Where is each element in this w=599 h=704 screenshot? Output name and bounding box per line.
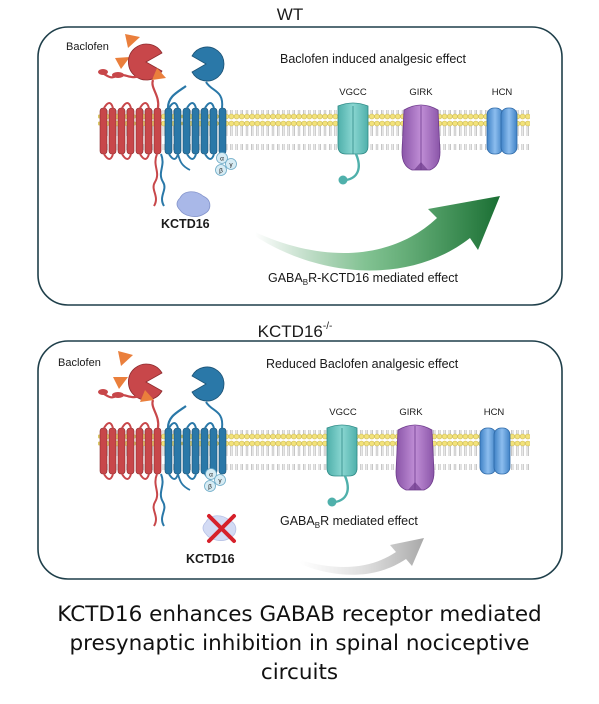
hcn-channel (486, 107, 518, 155)
effect-label-wt: Baclofen induced analgesic effect (280, 52, 467, 66)
caption-line-2: presynaptic inhibition in spinal nocicep… (69, 631, 530, 656)
vgcc-label-wt: VGCC (339, 87, 367, 98)
kctd16-protein (176, 191, 211, 217)
subunit-beta: β (219, 168, 223, 175)
enhanced-effect-arrow (255, 196, 500, 271)
knockout-x-icon (207, 514, 236, 543)
girk-label-ko: GIRK (399, 407, 423, 418)
girk-label-wt: GIRK (409, 87, 433, 98)
baclofen-bound-icon (152, 68, 166, 80)
effect-label-ko: Reduced Baclofen analgesic effect (266, 357, 459, 371)
figure-caption: KCTD16 enhances GABAB receptor mediated … (0, 600, 599, 687)
baclofen-label-wt: Baclofen (66, 41, 109, 53)
subunit-gamma-ko: γ (218, 478, 222, 485)
pathway-label-wt: GABABR-KCTD16 mediated effect (268, 271, 458, 287)
membrane-bilayer (98, 110, 530, 150)
caption-line-3: circuits (260, 660, 339, 685)
hcn-label-wt: HCN (492, 87, 513, 98)
girk-channel-ko (395, 424, 435, 491)
membrane-bilayer-ko (98, 430, 530, 470)
panel-title-wt: WT (277, 5, 303, 24)
g-protein-trimer: α γ β (215, 152, 237, 176)
subunit-beta-ko: β (208, 484, 212, 491)
caption-line-1: KCTD16 enhances GABAB receptor mediated (57, 602, 542, 627)
baclofen-ligand-icon-ko (113, 351, 133, 389)
subunit-gamma: γ (229, 162, 233, 169)
reduced-effect-arrow (300, 538, 424, 575)
kctd16-label-ko: KCTD16 (186, 552, 235, 566)
subunit-alpha-ko: α (209, 472, 213, 479)
panel-title-ko: KCTD16-/- (258, 321, 333, 341)
baclofen-bound-icon-ko (140, 390, 154, 402)
subunit-alpha: α (220, 156, 224, 163)
g-protein-trimer-ko: α γ β (204, 468, 226, 492)
hcn-label-ko: HCN (484, 407, 505, 418)
hcn-channel-ko (479, 427, 511, 475)
vgcc-label-ko: VGCC (329, 407, 357, 418)
baclofen-ligand-icon (115, 34, 140, 69)
girk-channel (401, 104, 441, 171)
pathway-label-ko: GABABR mediated effect (280, 514, 418, 530)
panel-wt (37, 26, 563, 306)
baclofen-label-ko: Baclofen (58, 357, 101, 369)
kctd16-label-wt: KCTD16 (161, 217, 210, 231)
